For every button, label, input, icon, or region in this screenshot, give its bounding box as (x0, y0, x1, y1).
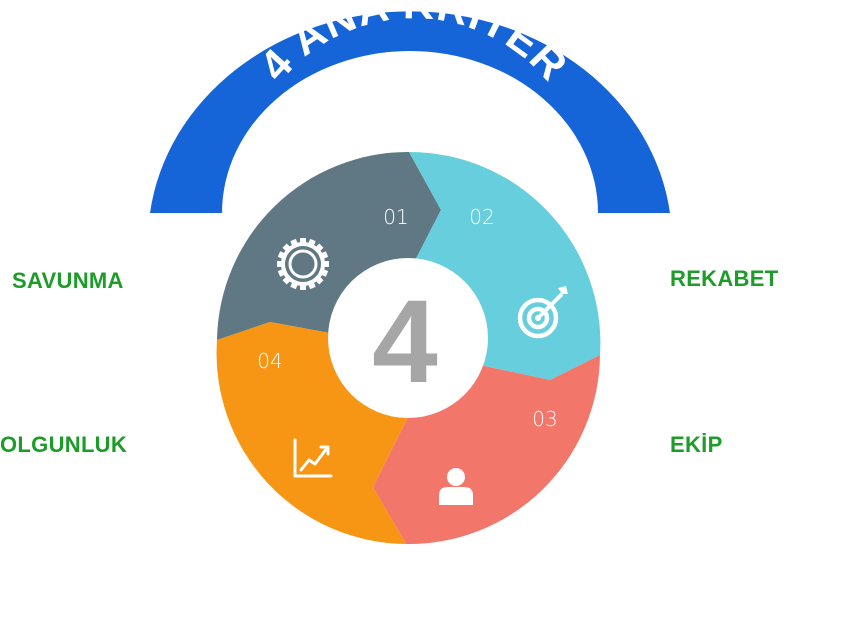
title-banner (150, 11, 670, 214)
segment-02-number: 02 (469, 205, 494, 229)
segment-04: 04 (216, 322, 410, 544)
segment-03-number: 03 (532, 407, 557, 431)
segment-02-shape (409, 151, 601, 380)
center-number: 4 (372, 276, 438, 408)
label-olgunluk: OLGUNLUK (0, 432, 128, 457)
segment-01: 01 (217, 151, 441, 340)
segment-04-shape (216, 322, 410, 544)
label-rekabet: REKABET (670, 266, 779, 291)
user-icon (439, 468, 473, 505)
target-icon (517, 286, 568, 339)
center-circle (328, 258, 488, 418)
segment-01-number: 01 (383, 205, 408, 229)
growth-chart-icon (293, 438, 333, 478)
gear-icon (277, 238, 329, 290)
label-ekip: EKİP (670, 432, 723, 457)
segment-04-number: 04 (257, 349, 282, 373)
segment-01-shape (217, 151, 441, 340)
segment-02: 02 (409, 151, 601, 380)
label-savunma: SAVUNMA (12, 268, 124, 293)
segment-03-shape (373, 355, 600, 545)
segment-03: 03 (373, 355, 600, 545)
